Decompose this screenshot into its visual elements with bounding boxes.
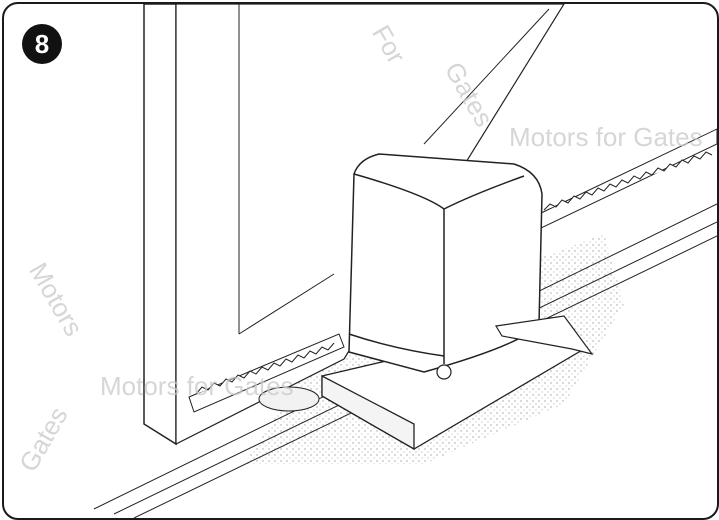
gate-motor-illustration [93, 4, 717, 518]
rear-rack [538, 128, 717, 230]
gate-wheel [258, 386, 320, 412]
key-lock [436, 364, 452, 380]
front-rack [188, 333, 345, 413]
release-lever [495, 315, 594, 355]
step-number-badge: 8 [22, 24, 62, 64]
motor-body [348, 153, 543, 373]
